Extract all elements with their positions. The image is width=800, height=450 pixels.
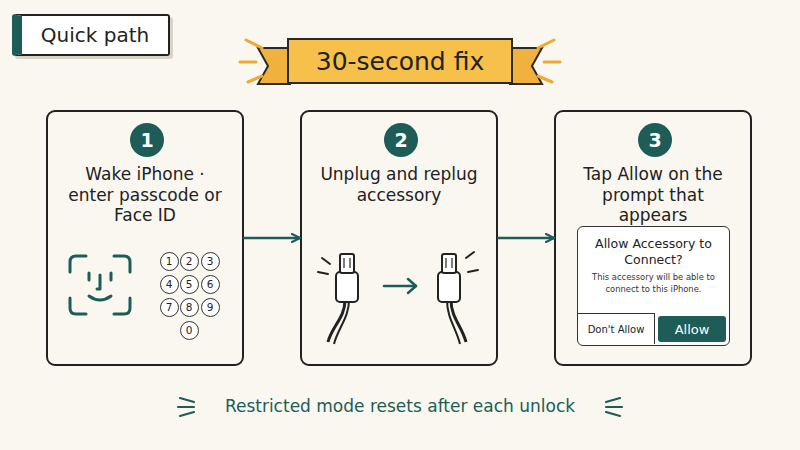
caption-mark <box>178 406 194 408</box>
title-banner: 30-second fix <box>287 38 513 84</box>
cable-unplug <box>328 254 358 344</box>
cable-wire <box>334 300 349 344</box>
face-id-icon <box>70 256 130 314</box>
arrow-head <box>408 279 416 293</box>
arrow-shaft <box>384 285 416 288</box>
step-text: Unplug and replug accessory <box>316 164 482 205</box>
spark <box>322 258 330 264</box>
keypad-key: 9 <box>201 298 220 317</box>
caption-mark <box>606 398 620 402</box>
node-label: 5 <box>186 278 193 290</box>
ray <box>248 76 262 82</box>
step-panel: Unplug and replug accessory 2 <box>300 110 498 366</box>
ray <box>544 61 560 64</box>
cable-wire <box>447 300 460 344</box>
keypad-key: 0 <box>180 321 199 340</box>
face-smile <box>89 296 111 300</box>
caption-mark <box>180 398 194 402</box>
plug-pin <box>349 258 350 268</box>
node-label: 9 <box>207 301 214 313</box>
face-corner <box>114 298 130 314</box>
dialog-title: Allow Accessory to Connect? <box>578 236 729 267</box>
allow-button: Allow <box>658 316 726 342</box>
plug-body <box>438 272 460 302</box>
ray <box>246 40 262 48</box>
ray <box>538 40 554 48</box>
plug-tip <box>442 254 456 273</box>
keypad-key: 5 <box>180 275 199 294</box>
face-eye <box>110 273 113 280</box>
node-label: 2 <box>186 255 193 267</box>
node-label: 8 <box>186 301 193 313</box>
caption-mark <box>606 412 620 416</box>
caption-note: Restricted mode resets after each unlock <box>200 396 600 416</box>
plug-tip <box>340 254 354 273</box>
keypad-key: 1 <box>160 252 179 271</box>
dialog-body: This accessory will be able to connect t… <box>578 267 729 295</box>
face-corner <box>70 256 86 272</box>
plug-body <box>336 272 358 302</box>
node-label: 7 <box>166 301 173 313</box>
cable-wire <box>328 300 345 342</box>
node-label: 2 <box>394 129 407 151</box>
keypad-key: 3 <box>201 252 220 271</box>
node-label: 4 <box>166 278 173 290</box>
node-label: 3 <box>648 129 661 151</box>
keypad-key: 7 <box>160 298 179 317</box>
caption-mark <box>180 412 194 416</box>
keypad-key: 8 <box>180 298 199 317</box>
step-text: Wake iPhone · enter passcode or Face ID <box>62 164 228 226</box>
step-text: Tap Allow on the prompt that appears <box>570 164 736 226</box>
ray <box>538 76 552 82</box>
keypad-key: 6 <box>201 275 220 294</box>
plug-pin <box>343 258 344 268</box>
caption-mark <box>606 406 622 408</box>
node-label: 6 <box>207 278 214 290</box>
section-tab: Quick path <box>12 14 170 56</box>
node-label: 3 <box>207 255 214 267</box>
cable-wire <box>451 300 466 342</box>
step-panel: Tap Allow on the prompt that appears 3All… <box>554 110 752 366</box>
node-label: Quick path <box>41 23 149 47</box>
cable-replug <box>438 254 466 344</box>
ray <box>240 61 256 64</box>
face-eye <box>88 273 91 280</box>
node-label: 1 <box>166 255 173 267</box>
face-corner <box>114 256 130 272</box>
plug-pin <box>451 258 452 268</box>
node-label: Don't Allow <box>588 324 645 335</box>
step-number: 2 <box>384 123 418 157</box>
banner-tail <box>510 48 542 84</box>
plug-pin <box>445 258 446 268</box>
keypad-key: 2 <box>180 252 199 271</box>
banner-tail <box>258 48 290 84</box>
spark <box>318 272 328 274</box>
step-number: 3 <box>638 123 672 157</box>
swap-arrow <box>384 279 416 293</box>
spark <box>466 252 474 258</box>
permission-dialog: Allow Accessory to Connect?This accessor… <box>577 226 730 346</box>
node-label: 0 <box>186 324 193 336</box>
flow-arrow <box>498 237 554 240</box>
face-corner <box>70 298 86 314</box>
deny-button: Don't Allow <box>578 313 655 344</box>
keypad-key: 4 <box>160 275 179 294</box>
step-panel: Wake iPhone · enter passcode or Face ID 1… <box>46 110 244 366</box>
step-number: 1 <box>130 123 164 157</box>
node-label: Allow <box>675 322 710 337</box>
face-nose <box>97 275 100 289</box>
flow-arrow <box>244 237 300 240</box>
spark-lines <box>318 252 478 274</box>
spark <box>468 270 478 272</box>
node-label: 1 <box>140 129 153 151</box>
